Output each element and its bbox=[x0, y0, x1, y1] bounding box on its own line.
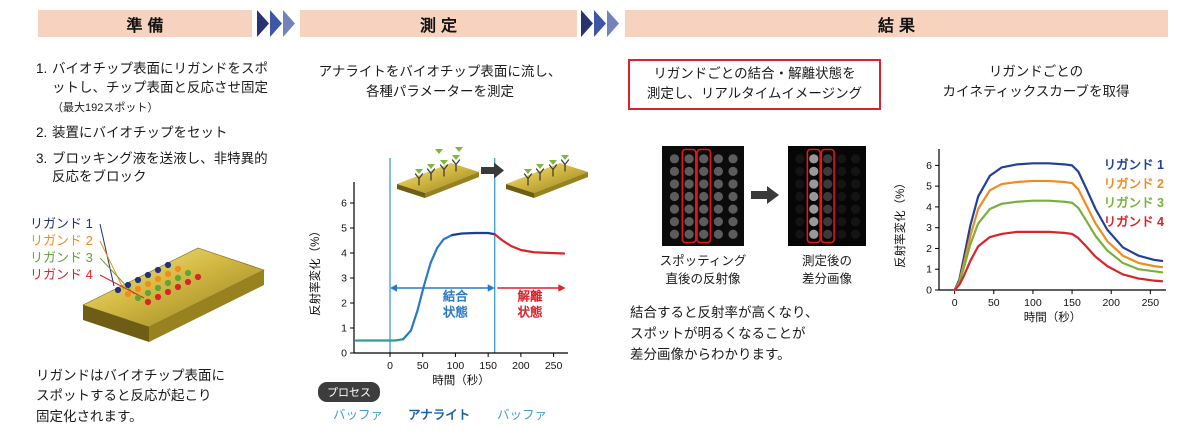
image-caption-difference: 測定後の 差分画像 bbox=[801, 254, 852, 287]
list-item: 2. 装置にバイオチップをセット bbox=[36, 124, 272, 143]
difference-image bbox=[788, 146, 866, 246]
svg-text:0: 0 bbox=[926, 285, 932, 297]
biochip-before-binding-icon bbox=[397, 147, 479, 198]
phase-label-analyte: アナライト bbox=[408, 408, 471, 422]
result-note: 結合すると反射率が高くなり、 スポットが明るくなることが 差分画像からわかります… bbox=[630, 305, 819, 362]
header-step-measurement: 測定 bbox=[300, 10, 577, 37]
image-caption-reflection: スポッティング 直後の反射像 bbox=[659, 254, 747, 287]
svg-text:250: 250 bbox=[545, 360, 563, 372]
svg-text:反射率変化（%）: 反射率変化（%） bbox=[308, 225, 322, 316]
step-text-main: 装置にバイオチップをセット bbox=[52, 124, 228, 140]
step-number: 2. bbox=[36, 124, 48, 140]
svg-text:4: 4 bbox=[926, 201, 932, 213]
reflection-image bbox=[662, 146, 744, 246]
svg-text:200: 200 bbox=[1102, 297, 1120, 309]
svg-text:状態: 状態 bbox=[518, 305, 544, 320]
svg-text:リガンド 4: リガンド 4 bbox=[1104, 214, 1164, 229]
svg-text:50: 50 bbox=[988, 297, 1000, 309]
svg-text:状態: 状態 bbox=[443, 305, 469, 320]
ligand-label: リガンド 2 bbox=[30, 233, 93, 248]
header-step-label: 結果 bbox=[877, 17, 920, 35]
ligand-spot-grid bbox=[114, 261, 202, 306]
svg-text:150: 150 bbox=[479, 360, 497, 372]
header-step-preparation: 準備 bbox=[38, 10, 252, 37]
kinetics-title: リガンドごとの カイネティックスカーブを取得 bbox=[942, 64, 1130, 100]
svg-text:0: 0 bbox=[387, 360, 393, 372]
phase-label-buffer-1: バッファ bbox=[333, 408, 384, 422]
svg-text:100: 100 bbox=[447, 360, 465, 372]
chevron-right-icon bbox=[257, 10, 295, 37]
header-step-result: 結果 bbox=[625, 10, 1168, 37]
list-item: 3. ブロッキング液を送液し、非特異的反応をブロック bbox=[36, 150, 272, 188]
kinetics-chart: 0 50 100 150 200 250 0 1 2 3 4 5 6 時間（秒） 反射率変化（%） リガンド … bbox=[893, 149, 1166, 324]
svg-text:時間（秒）: 時間（秒） bbox=[1024, 310, 1082, 324]
list-item: 1. バイオチップ表面にリガンドをスポットし、チップ表面と反応させ固定 （最大19… bbox=[36, 60, 272, 117]
ligand-label: リガンド 4 bbox=[30, 267, 93, 282]
svg-text:6: 6 bbox=[926, 160, 932, 172]
svg-text:1: 1 bbox=[926, 264, 932, 276]
ligand-label: リガンド 1 bbox=[30, 216, 93, 231]
svg-text:100: 100 bbox=[1024, 297, 1042, 309]
svg-text:6: 6 bbox=[341, 198, 347, 210]
prep-note: リガンドはバイオチップ表面に スポットすると反応が起こり 固定化されます。 bbox=[36, 368, 225, 424]
step-text: バイオチップ表面にリガンドをスポットし、チップ表面と反応させ固定 （最大192スポ… bbox=[52, 60, 272, 117]
svg-text:リガンド 1: リガンド 1 bbox=[1104, 157, 1164, 172]
result-highlight-box: リガンドごとの結合・解離状態を 測定し、リアルタイムイメージング bbox=[628, 59, 881, 110]
svg-text:時間（秒）: 時間（秒） bbox=[432, 373, 490, 387]
header-step-label: 測定 bbox=[419, 17, 462, 35]
svg-text:5: 5 bbox=[341, 223, 347, 235]
step-text: 装置にバイオチップをセット bbox=[52, 124, 228, 143]
svg-text:反射率変化（%）: 反射率変化（%） bbox=[893, 177, 907, 268]
chip-side-face bbox=[149, 270, 264, 342]
svg-text:0: 0 bbox=[341, 348, 347, 360]
process-badge: プロセス bbox=[318, 382, 380, 402]
svg-text:50: 50 bbox=[417, 360, 429, 372]
preparation-steps-list: 1. バイオチップ表面にリガンドをスポットし、チップ表面と反応させ固定 （最大19… bbox=[36, 60, 272, 194]
step-number: 1. bbox=[36, 61, 48, 76]
svg-text:2: 2 bbox=[926, 243, 932, 255]
svg-text:結合: 結合 bbox=[443, 289, 469, 304]
svg-text:2: 2 bbox=[341, 298, 347, 310]
svg-text:150: 150 bbox=[1063, 297, 1081, 309]
svg-text:200: 200 bbox=[512, 360, 530, 372]
header-step-label: 準備 bbox=[126, 17, 169, 35]
step-text-note: （最大192スポット） bbox=[52, 101, 159, 114]
svg-text:3: 3 bbox=[926, 222, 932, 234]
biochip-after-binding-icon bbox=[506, 155, 588, 198]
svg-text:3: 3 bbox=[341, 273, 347, 285]
svg-text:リガンド 3: リガンド 3 bbox=[1104, 195, 1164, 210]
step-text-main: ブロッキング液を送液し、非特異的反応をブロック bbox=[52, 150, 268, 185]
svg-text:1: 1 bbox=[341, 323, 347, 335]
ligand-label: リガンド 3 bbox=[30, 250, 93, 265]
svg-text:解離: 解離 bbox=[518, 289, 544, 304]
arrow-right-icon bbox=[481, 162, 504, 179]
chip-front-face bbox=[83, 305, 149, 342]
arrow-right-icon bbox=[751, 186, 779, 204]
svg-text:リガンド 2: リガンド 2 bbox=[1104, 176, 1164, 191]
step-text: ブロッキング液を送液し、非特異的反応をブロック bbox=[52, 150, 272, 188]
ligand-pointer-lines bbox=[99, 223, 145, 299]
step-text-main: バイオチップ表面にリガンドをスポットし、チップ表面と反応させ固定 bbox=[52, 61, 268, 95]
step-number: 3. bbox=[36, 150, 48, 166]
biochip-illustration: リガンド 1 リガンド 2 リガンド 3 リガンド 4 bbox=[30, 216, 265, 342]
svg-text:0: 0 bbox=[952, 297, 958, 309]
svg-text:4: 4 bbox=[341, 248, 347, 260]
svg-text:5: 5 bbox=[926, 181, 932, 193]
phase-label-buffer-2: バッファ bbox=[497, 408, 548, 422]
svg-text:250: 250 bbox=[1142, 297, 1160, 309]
measurement-description: アナライトをバイオチップ表面に流し、 各種パラメーターを測定 bbox=[318, 64, 562, 100]
chevron-right-icon bbox=[581, 10, 619, 37]
